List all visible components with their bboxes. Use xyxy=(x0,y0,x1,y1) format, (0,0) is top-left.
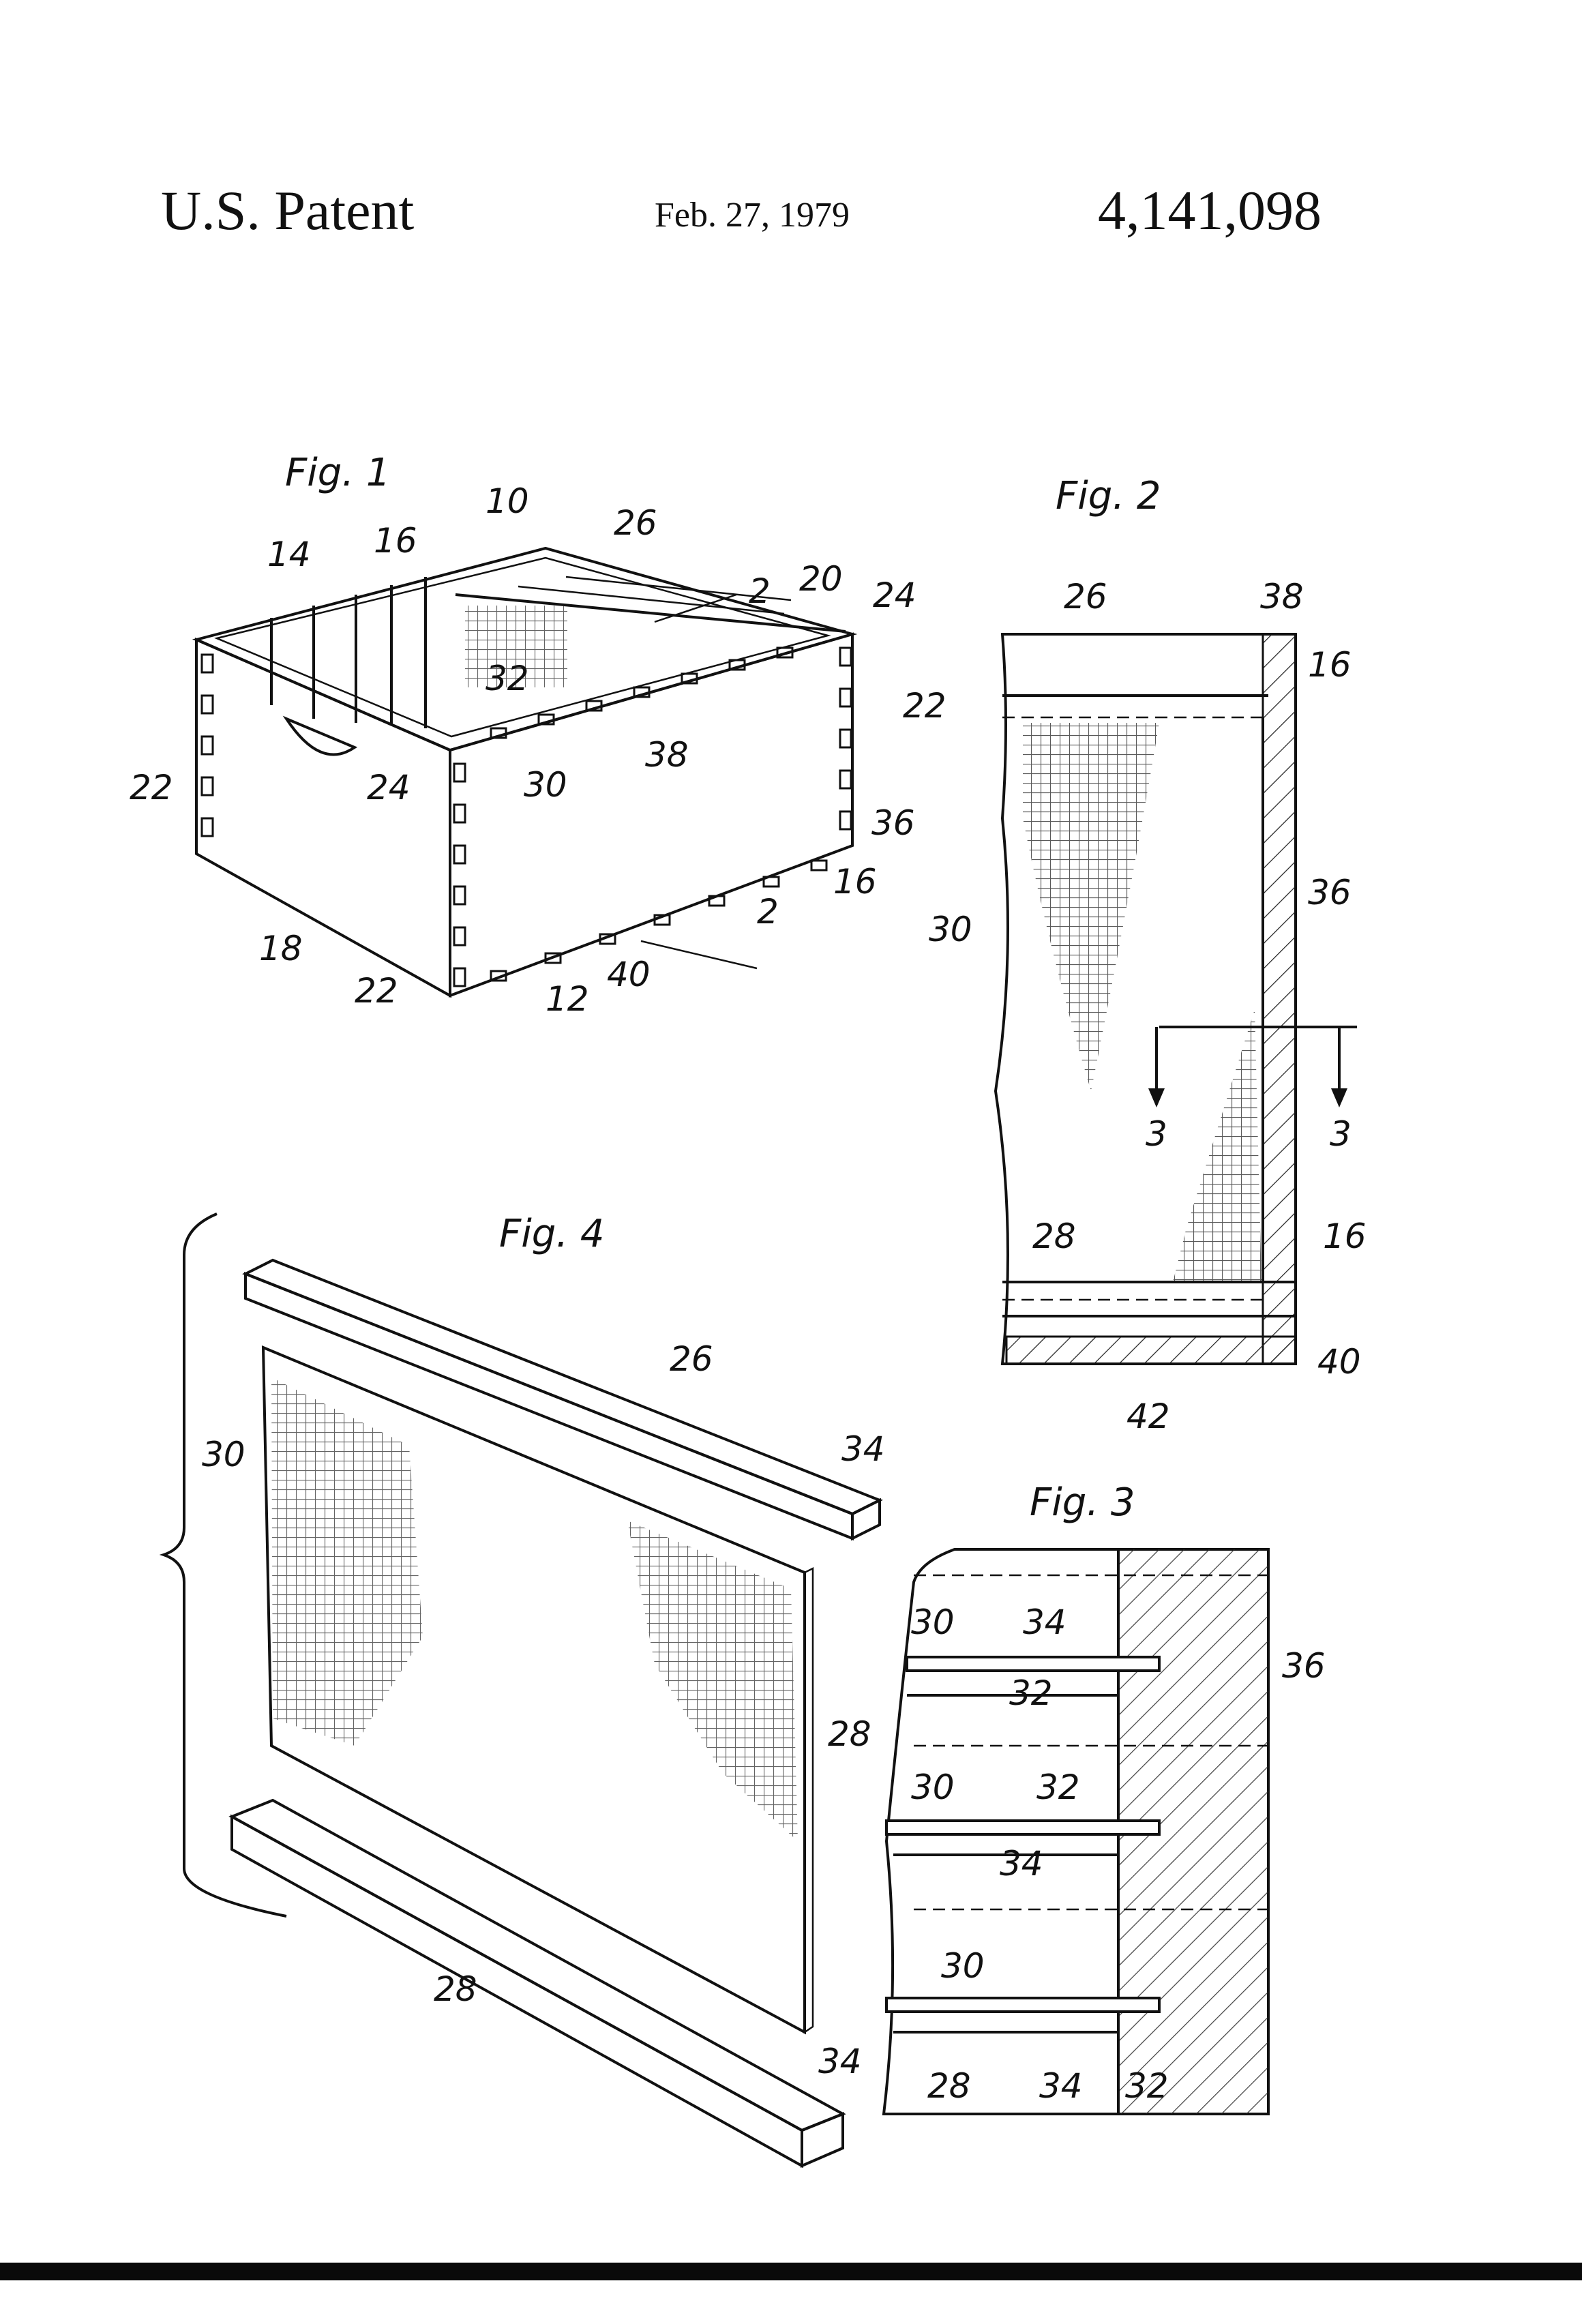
fig3-label-28b: 28 xyxy=(927,2066,971,2106)
fig1-label-2a: 2 xyxy=(749,571,771,611)
fig1-label-36: 36 xyxy=(871,803,915,843)
fig4-title: Fig. 4 xyxy=(499,1212,605,1256)
fig3-label-34c: 34 xyxy=(1039,2066,1083,2106)
fig1-label-22a: 22 xyxy=(903,686,946,726)
fig3-label-30b: 30 xyxy=(911,1768,955,1807)
figure-4: Fig. 4 26 34 30 28 34 xyxy=(159,1212,885,2169)
fig1-label-30: 30 xyxy=(524,765,567,805)
fig1-label-14: 14 xyxy=(267,535,311,574)
fig1-label-24a: 24 xyxy=(873,576,916,615)
fig1-label-10: 10 xyxy=(486,481,529,521)
fig4-label-26: 26 xyxy=(670,1339,713,1379)
fig1-label-12: 12 xyxy=(546,979,589,1019)
fig3-label-32a: 32 xyxy=(1009,1673,1053,1713)
fig4-label-34b: 34 xyxy=(818,2042,862,2081)
fig1-label-18: 18 xyxy=(259,929,303,968)
patent-number: 4,141,098 xyxy=(1098,179,1322,241)
fig3-label-30a: 30 xyxy=(911,1603,955,1642)
fig2-label-3a: 3 xyxy=(1146,1114,1167,1154)
fig1-label-38: 38 xyxy=(645,735,689,775)
figure-2: Fig. 2 26 38 16 36 30 3 3 28 16 40 42 xyxy=(929,474,1367,1436)
header-date: Feb. 27, 1979 xyxy=(655,196,850,235)
fig1-label-16: 16 xyxy=(374,521,417,561)
fig2-label-36: 36 xyxy=(1308,873,1352,912)
fig3-label-28a: 28 xyxy=(828,1714,871,1754)
fig1-label-22b: 22 xyxy=(130,768,173,807)
bottom-border-bar xyxy=(0,2263,1582,2280)
fig2-label-40: 40 xyxy=(1317,1342,1361,1382)
fig2-title: Fig. 2 xyxy=(1056,474,1161,518)
fig1-label-26: 26 xyxy=(614,503,657,543)
figure-1: Fig. 1 xyxy=(130,451,946,1019)
fig1-label-16b: 16 xyxy=(833,862,877,902)
fig4-label-30: 30 xyxy=(202,1435,245,1474)
fig4-label-34a: 34 xyxy=(841,1429,885,1469)
fig4-label-28: 28 xyxy=(434,1969,477,2009)
fig1-label-40: 40 xyxy=(607,955,651,994)
fig3-label-34a: 34 xyxy=(1023,1603,1066,1642)
fig1-title: Fig. 1 xyxy=(285,451,391,495)
fig2-label-28: 28 xyxy=(1032,1217,1076,1256)
fig1-label-32: 32 xyxy=(486,659,529,698)
fig1-label-20: 20 xyxy=(799,559,843,599)
fig2-label-16a: 16 xyxy=(1308,645,1352,685)
fig3-label-34b: 34 xyxy=(1000,1844,1043,1883)
header-left: U.S. Patent xyxy=(161,179,415,241)
fig1-label-2b: 2 xyxy=(757,892,779,932)
fig2-label-26: 26 xyxy=(1064,577,1107,616)
fig2-label-30: 30 xyxy=(929,910,972,949)
fig2-label-3b: 3 xyxy=(1330,1114,1352,1154)
fig2-label-42: 42 xyxy=(1126,1397,1170,1436)
fig3-label-32c: 32 xyxy=(1125,2066,1169,2106)
fig1-label-22c: 22 xyxy=(355,971,398,1011)
fig3-label-36: 36 xyxy=(1282,1646,1326,1686)
fig2-label-16b: 16 xyxy=(1323,1217,1367,1256)
fig2-label-38: 38 xyxy=(1260,577,1304,616)
fig3-label-32b: 32 xyxy=(1036,1768,1080,1807)
fig1-label-24b: 24 xyxy=(367,768,411,807)
figure-3: Fig. 3 30 34 36 32 28 30 32 34 30 28 34 … xyxy=(828,1480,1326,2115)
fig3-label-30c: 30 xyxy=(941,1946,985,1986)
fig3-title: Fig. 3 xyxy=(1030,1480,1135,1525)
